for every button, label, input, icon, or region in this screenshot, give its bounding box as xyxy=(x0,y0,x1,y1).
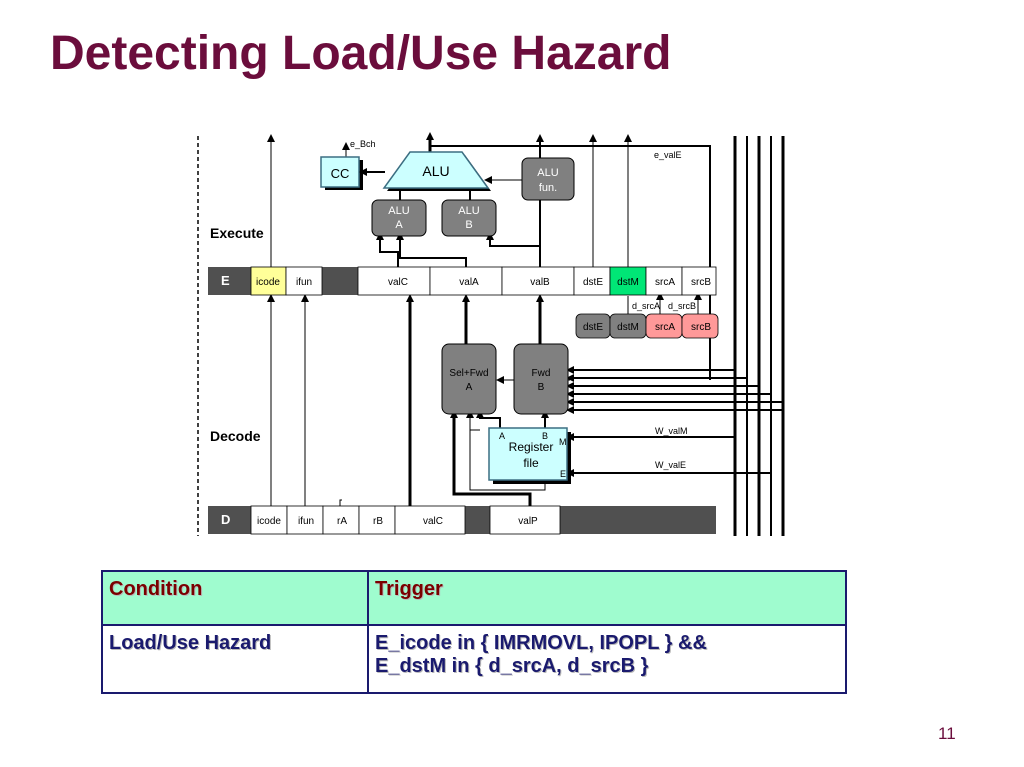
sel-fwd-a-unit xyxy=(441,343,497,415)
wire-d-valp xyxy=(450,410,532,506)
table-header-row: Condition Trigger xyxy=(101,570,847,626)
d-field-valc-label: valC xyxy=(423,516,443,527)
d-field-ra-label: rA xyxy=(337,516,347,527)
d-pipeline-register: D icode ifun rA rB valC valP xyxy=(208,505,716,535)
register-file-port-e: E xyxy=(560,469,566,479)
d-field-rb-label: rB xyxy=(373,516,383,527)
alu-b-label-1: ALU xyxy=(458,205,479,217)
register-file-label-2: file xyxy=(523,456,539,470)
alu-fun-label-1: ALU xyxy=(537,167,558,179)
sel-fwd-a-label-1: Sel+Fwd xyxy=(449,368,488,379)
e-register-label: E xyxy=(221,273,230,288)
e-field-valc-label: valC xyxy=(388,277,408,288)
e-field-valb xyxy=(501,266,575,296)
register-file-label-1: Register xyxy=(509,440,554,454)
regid-srcb-label: srcB xyxy=(691,322,711,333)
cc-label: CC xyxy=(331,166,350,181)
fwd-b-label-1: Fwd xyxy=(532,368,551,379)
table-row: Load/Use Hazard E_icode in { IMRMOVL, IP… xyxy=(101,624,847,694)
wire-rf-a xyxy=(476,410,501,430)
table-cell-trigger: E_icode in { IMRMOVL, IPOPL } && E_dstM … xyxy=(367,624,847,694)
e-field-srcb-label: srcB xyxy=(691,277,711,288)
d-field-ra xyxy=(322,505,360,535)
d-field-icode-label: icode xyxy=(257,516,281,527)
stage-label-execute: Execute xyxy=(210,225,264,241)
regid-dste-label: dstE xyxy=(583,322,603,333)
signal-d-srcb: d_srcB xyxy=(668,301,696,311)
e-field-valb-label: valB xyxy=(530,277,550,288)
wire-e-vale xyxy=(429,145,711,380)
slide-title: Detecting Load/Use Hazard xyxy=(50,27,672,80)
cc-unit xyxy=(320,156,360,188)
wire-vala-alua xyxy=(396,232,467,268)
page-number: 11 xyxy=(938,724,956,743)
e-field-dste-label: dstE xyxy=(583,277,603,288)
pipeline-diagram: CC ALU ALU fun. ALU A ALU B e_Bch e_valE… xyxy=(197,132,785,536)
alu-fun-label-2: fun. xyxy=(539,182,557,194)
alu-a-unit xyxy=(371,199,427,237)
e-field-dste xyxy=(573,266,611,296)
regid-dstm-label: dstM xyxy=(617,322,639,333)
d-field-valc xyxy=(394,505,466,535)
alu-a-label-2: A xyxy=(395,219,403,231)
e-field-valc xyxy=(357,266,431,296)
d-field-valp xyxy=(489,505,561,535)
wire-valb-alub xyxy=(486,232,541,268)
sel-fwd-a-label-2: A xyxy=(466,382,473,393)
d-field-rb xyxy=(358,505,396,535)
signal-w-vale: W_valE xyxy=(655,460,686,470)
e-field-icode-label: icode xyxy=(256,277,280,288)
e-field-icode xyxy=(250,266,287,296)
signal-d-srca: d_srcA xyxy=(632,301,660,311)
e-field-vala-label: valA xyxy=(459,277,479,288)
register-file-port-a: A xyxy=(499,431,505,441)
signal-w-valm: W_valM xyxy=(655,426,688,436)
alu-a-label-1: ALU xyxy=(388,205,409,217)
wire-valc-alua xyxy=(376,232,399,268)
alu-fun-unit xyxy=(521,157,575,201)
wire-rf-feedback xyxy=(466,410,546,491)
signal-e-vale: e_valE xyxy=(654,150,682,160)
regid-srca-label: srcA xyxy=(655,322,675,333)
decode-regids: dstE dstM srcA srcB xyxy=(575,313,719,339)
signal-e-bch: e_Bch xyxy=(350,139,376,149)
d-field-valp-label: valP xyxy=(518,516,538,527)
register-file-port-b: B xyxy=(542,431,548,441)
e-field-vala xyxy=(429,266,503,296)
e-field-dstm-label: dstM xyxy=(617,277,639,288)
e-field-dstm xyxy=(609,266,647,296)
table-cell-condition: Load/Use Hazard xyxy=(101,624,369,694)
alu-unit xyxy=(382,151,490,189)
d-field-ifun xyxy=(286,505,324,535)
hazard-condition-table: Condition Trigger Load/Use Hazard E_icod… xyxy=(101,570,847,694)
table-header-trigger: Trigger xyxy=(367,570,847,626)
e-field-ifun xyxy=(285,266,323,296)
alu-b-label-2: B xyxy=(465,219,472,231)
trigger-line-2: E_dstM in { d_srcA, d_srcB } xyxy=(375,655,649,677)
e-field-srca xyxy=(645,266,683,296)
d-register-label: D xyxy=(221,512,230,527)
register-file-unit xyxy=(488,427,568,481)
wire-d-ra xyxy=(339,499,342,506)
d-field-icode xyxy=(250,505,288,535)
e-field-srcb xyxy=(681,266,717,296)
d-field-ifun-label: ifun xyxy=(298,516,314,527)
alu-label: ALU xyxy=(422,163,449,179)
e-pipeline-register: E icode ifun valC valA valB dstE dstM sr… xyxy=(208,266,717,296)
fwd-b-label-2: B xyxy=(538,382,545,393)
stage-label-decode: Decode xyxy=(210,428,261,444)
table-header-condition: Condition xyxy=(101,570,369,626)
alu-b-unit xyxy=(441,199,497,237)
e-field-srca-label: srcA xyxy=(655,277,675,288)
e-field-ifun-label: ifun xyxy=(296,277,312,288)
fwd-b-unit xyxy=(513,343,569,415)
regid-srcb xyxy=(681,313,719,339)
register-file-port-m: M xyxy=(559,437,567,447)
trigger-line-1: E_icode in { IMRMOVL, IPOPL } && xyxy=(375,632,707,654)
